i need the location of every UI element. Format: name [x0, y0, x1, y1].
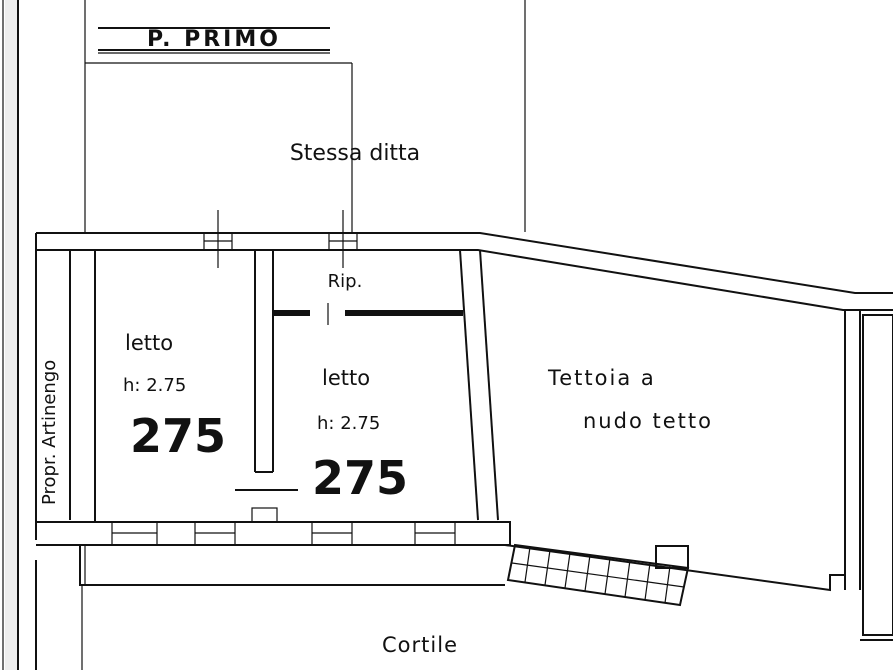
- exterior-walls: [35, 232, 893, 641]
- shed-label-line1: Tettoia a: [547, 366, 656, 390]
- room1-name: letto: [125, 331, 173, 355]
- top-windows: [203, 210, 358, 268]
- neighbor-outline: [84, 0, 526, 232]
- storage-label: Rip.: [328, 271, 363, 292]
- interior-walls: [94, 249, 499, 522]
- neighbor-left-label: Propr. Artinengo: [39, 360, 60, 505]
- room2-name: letto: [322, 366, 370, 390]
- room2-height: h: 2.75: [317, 413, 380, 434]
- floor-title-block: P. PRIMO: [98, 27, 330, 54]
- courtyard-label: Cortile: [382, 633, 458, 657]
- neighbor-top-label: Stessa ditta: [290, 141, 420, 166]
- floor-title: P. PRIMO: [147, 27, 281, 52]
- room1-height: h: 2.75: [123, 375, 186, 396]
- stair-grid: [506, 543, 690, 607]
- margin-stamp-strip: [5, 0, 17, 670]
- bottom-windows: [111, 507, 456, 546]
- shed-label-line2: nudo tetto: [583, 409, 713, 433]
- room2-area: 275: [312, 451, 408, 505]
- room1-area: 275: [130, 409, 226, 463]
